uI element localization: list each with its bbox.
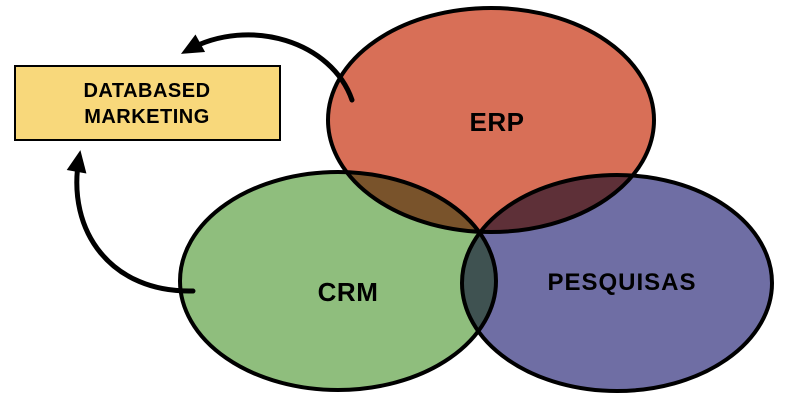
- crm-label: CRM: [318, 277, 379, 307]
- box-label-line2: MARKETING: [84, 106, 210, 128]
- pesquisas-ellipse: [460, 173, 774, 393]
- box-label-line1: DATABASED: [83, 80, 210, 102]
- erp-label: ERP: [470, 107, 525, 137]
- databased-marketing-box: [14, 65, 281, 141]
- arrow-erp-to-box: [180, 32, 355, 103]
- pesquisas-label: PESQUISAS: [547, 269, 696, 296]
- venn-ellipses: [178, 6, 774, 393]
- arrow-crm-to-box: [66, 150, 196, 294]
